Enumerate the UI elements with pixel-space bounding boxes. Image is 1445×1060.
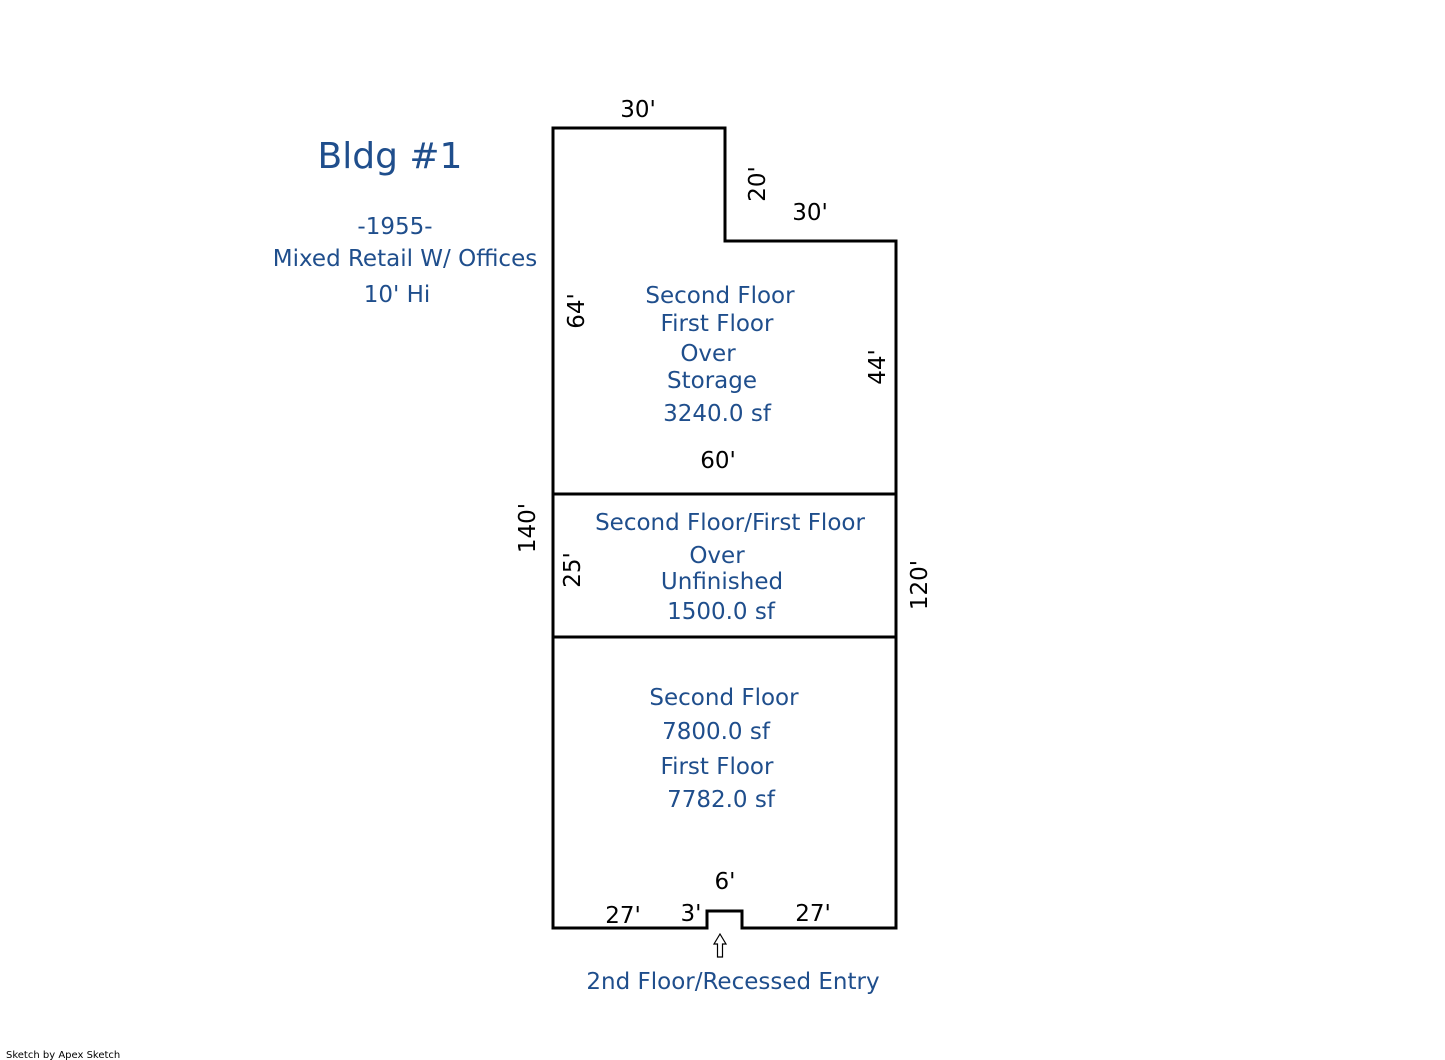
- unfinished-label-2: Over: [689, 543, 745, 569]
- dim-notch-vertical: 20': [745, 166, 771, 202]
- unfinished-label-1: Second Floor/First Floor: [595, 510, 865, 536]
- main-label-first-floor: First Floor: [661, 754, 774, 780]
- dim-unfinished-left: 25': [560, 552, 586, 588]
- dim-storage-bottom: 60': [700, 448, 736, 474]
- dim-entry-width: 6': [715, 869, 736, 895]
- storage-area-sf: 3240.0 sf: [663, 401, 772, 427]
- dim-total-left: 140': [515, 503, 541, 553]
- dim-storage-right: 44': [865, 349, 891, 385]
- unfinished-area-sf: 1500.0 sf: [667, 599, 776, 625]
- building-outline: [551, 126, 898, 930]
- dim-bottom-right: 27': [795, 901, 831, 927]
- main-first-floor-sf: 7782.0 sf: [667, 787, 776, 813]
- main-second-floor-sf: 7800.0 sf: [662, 719, 771, 745]
- sketch-credit: Sketch by Apex Sketch: [6, 1050, 120, 1060]
- dim-entry-depth: 3': [681, 901, 702, 927]
- building-use: Mixed Retail W/ Offices: [273, 246, 537, 272]
- building-title: Bldg #1: [318, 136, 463, 177]
- dim-total-right: 120': [907, 560, 933, 610]
- unfinished-label-3: Unfinished: [661, 569, 783, 595]
- building-height: 10' Hi: [364, 282, 431, 308]
- storage-label-4: Storage: [667, 368, 757, 394]
- storage-label-3: Over: [680, 341, 736, 367]
- entry-label: 2nd Floor/Recessed Entry: [586, 969, 879, 995]
- dim-storage-left: 64': [564, 293, 590, 329]
- dim-top: 30': [620, 97, 656, 123]
- main-label-second-floor: Second Floor: [649, 685, 799, 711]
- storage-label-1: Second Floor: [645, 283, 795, 309]
- dim-notch-horizontal: 30': [792, 200, 828, 226]
- building-year: -1955-: [357, 214, 432, 240]
- dim-bottom-left: 27': [605, 903, 641, 929]
- entry-arrow-icon: [712, 932, 728, 958]
- storage-label-2: First Floor: [661, 311, 774, 337]
